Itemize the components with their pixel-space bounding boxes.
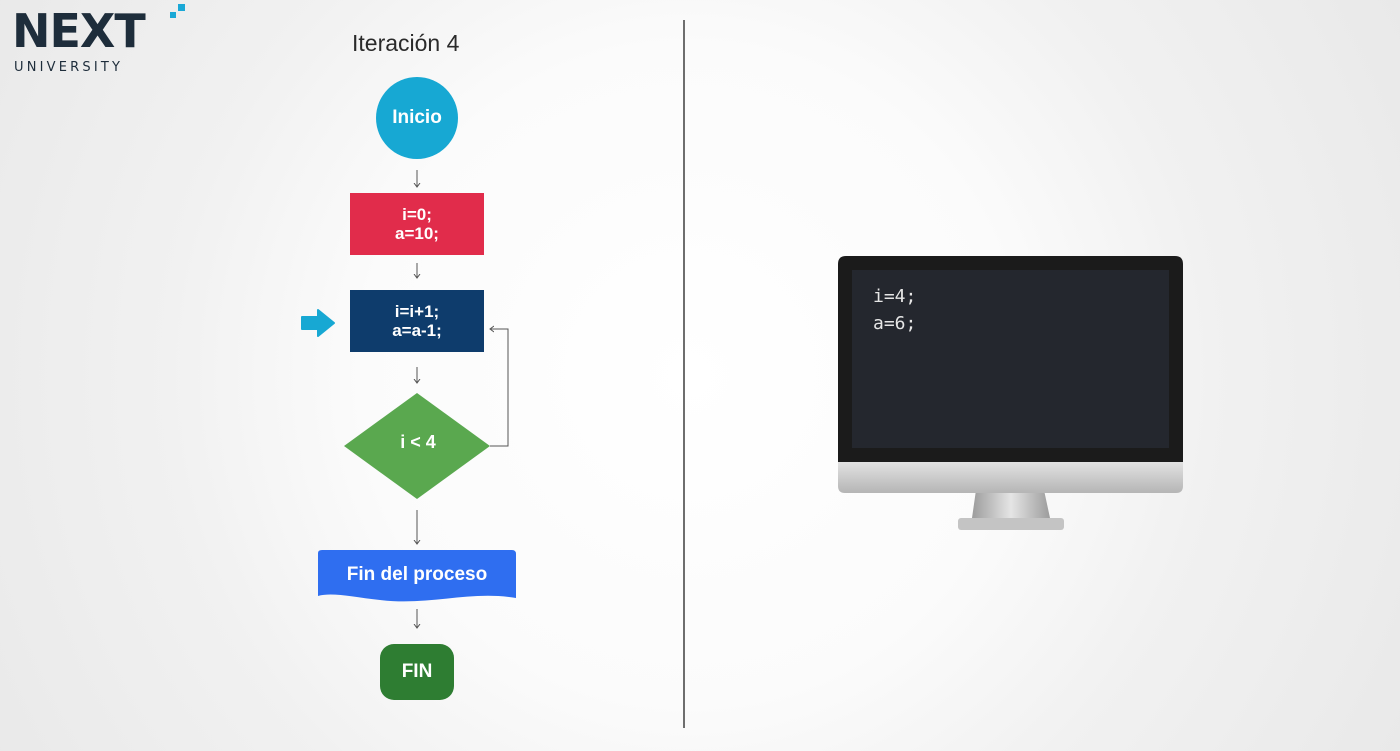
init-line: a=10; <box>395 224 439 243</box>
monitor-stand <box>972 490 1050 518</box>
logo-wordmark: NEXT <box>12 4 146 58</box>
condition-label: i < 4 <box>400 432 436 452</box>
init-block: i=0; a=10; <box>350 193 484 255</box>
update-line: i=i+1; <box>394 302 440 321</box>
next-university-logo: NEXT UNIVERSITY <box>12 4 192 78</box>
pointer-arrow-icon <box>301 309 335 337</box>
logo-accent-square <box>178 4 185 11</box>
logo-accent-square <box>170 12 176 18</box>
vertical-divider <box>683 20 685 728</box>
update-line: a=a-1; <box>392 321 442 340</box>
terminal-line: a=6; <box>873 313 917 334</box>
process-end-label: Fin del proceso <box>346 564 488 585</box>
end-node: FIN <box>380 644 454 700</box>
monitor-chin <box>838 462 1183 493</box>
monitor-base <box>958 518 1064 530</box>
terminal-line: i=4; <box>873 286 917 307</box>
condition-diamond <box>344 393 490 499</box>
iteration-title: Iteración 4 <box>352 30 460 56</box>
logo-subtitle: UNIVERSITY <box>14 60 124 75</box>
monitor-illustration <box>838 256 1183 530</box>
start-node: Inicio <box>376 77 458 159</box>
loop-back-arrow <box>490 329 509 447</box>
process-end-shape <box>318 550 516 602</box>
monitor-screen <box>852 270 1169 448</box>
init-line: i=0; <box>402 205 432 224</box>
update-block: i=i+1; a=a-1; <box>350 290 484 352</box>
flowchart-connectors <box>301 170 516 751</box>
terminal-output: i=4; a=6; <box>873 283 916 337</box>
